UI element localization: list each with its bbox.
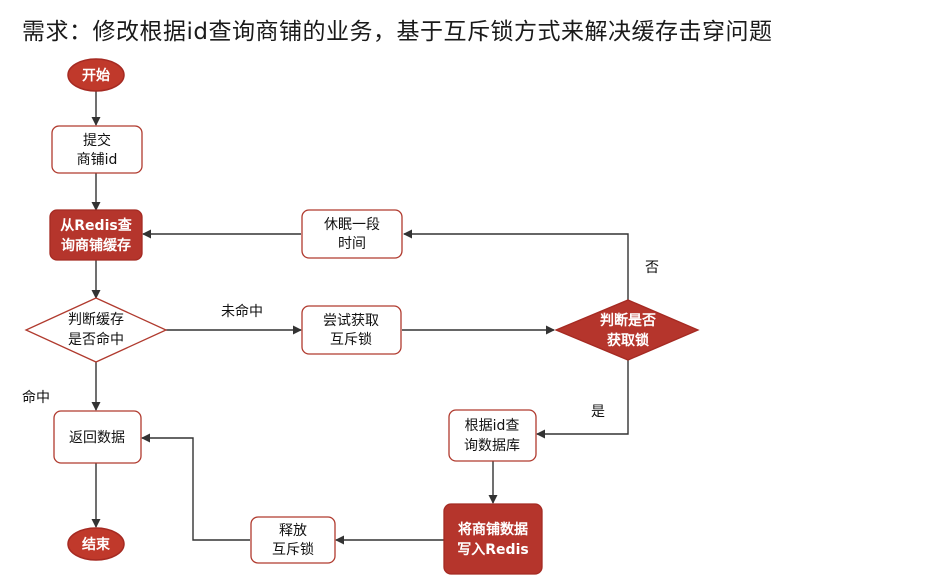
release-lock-label-line2: 互斥锁 xyxy=(272,542,314,558)
query-db-label-line1: 根据id查 xyxy=(465,418,520,434)
check-lock-label-line1: 判断是否 xyxy=(600,312,656,329)
page-title: 需求：修改根据id查询商铺的业务，基于互斥锁方式来解决缓存击穿问题 xyxy=(22,19,773,45)
start-label: 开始 xyxy=(82,67,110,84)
edge-label-hit: 命中 xyxy=(22,389,50,406)
release-lock-label-line1: 释放 xyxy=(279,523,307,539)
query-redis-label-line2: 询商铺缓存 xyxy=(61,237,131,254)
submit-label-line1: 提交 xyxy=(83,132,111,149)
write-redis-node: 将商铺数据 写入Redis xyxy=(443,503,543,575)
try-lock-label-line2: 互斥锁 xyxy=(330,332,372,348)
query-redis-cache-node: 从Redis查 询商铺缓存 xyxy=(49,209,143,261)
sleep-label-line2: 时间 xyxy=(338,236,366,252)
check-cache-label-line1: 判断缓存 xyxy=(68,312,124,328)
edge-checklock-sleep xyxy=(403,229,629,300)
write-redis-label-line2: 写入Redis xyxy=(457,542,528,558)
end-label: 结束 xyxy=(82,536,111,553)
sleep-node: 休眠一段 时间 xyxy=(301,209,403,259)
release-lock-node: 释放 互斥锁 xyxy=(250,516,336,564)
return-data-node: 返回数据 xyxy=(53,410,142,464)
edge-checklock-querydb xyxy=(536,360,629,439)
start-node: 开始 xyxy=(67,58,125,92)
submit-shop-id-node: 提交 商铺id xyxy=(51,125,143,174)
return-data-label: 返回数据 xyxy=(69,430,125,446)
write-redis-label-line1: 将商铺数据 xyxy=(458,521,528,538)
query-db-label-line2: 询数据库 xyxy=(464,438,520,454)
check-lock-acquired-node: 判断是否 获取锁 xyxy=(554,299,700,361)
edge-label-yes: 是 xyxy=(591,404,605,420)
try-lock-label-line1: 尝试获取 xyxy=(323,313,379,329)
edge-label-miss: 未命中 xyxy=(221,303,263,320)
check-cache-label-line2: 是否命中 xyxy=(68,331,124,348)
end-node: 结束 xyxy=(67,527,125,561)
check-cache-hit-node: 判断缓存 是否命中 xyxy=(24,297,168,363)
try-acquire-lock-node: 尝试获取 互斥锁 xyxy=(301,305,402,355)
edge-release-return xyxy=(141,433,250,541)
query-database-node: 根据id查 询数据库 xyxy=(448,409,537,462)
sleep-label-line1: 休眠一段 xyxy=(324,217,380,233)
check-lock-label-line2: 获取锁 xyxy=(607,332,649,349)
submit-label-line2: 商铺id xyxy=(77,152,118,168)
edge-label-no: 否 xyxy=(645,260,659,276)
query-redis-label-line1: 从Redis查 xyxy=(60,217,132,234)
